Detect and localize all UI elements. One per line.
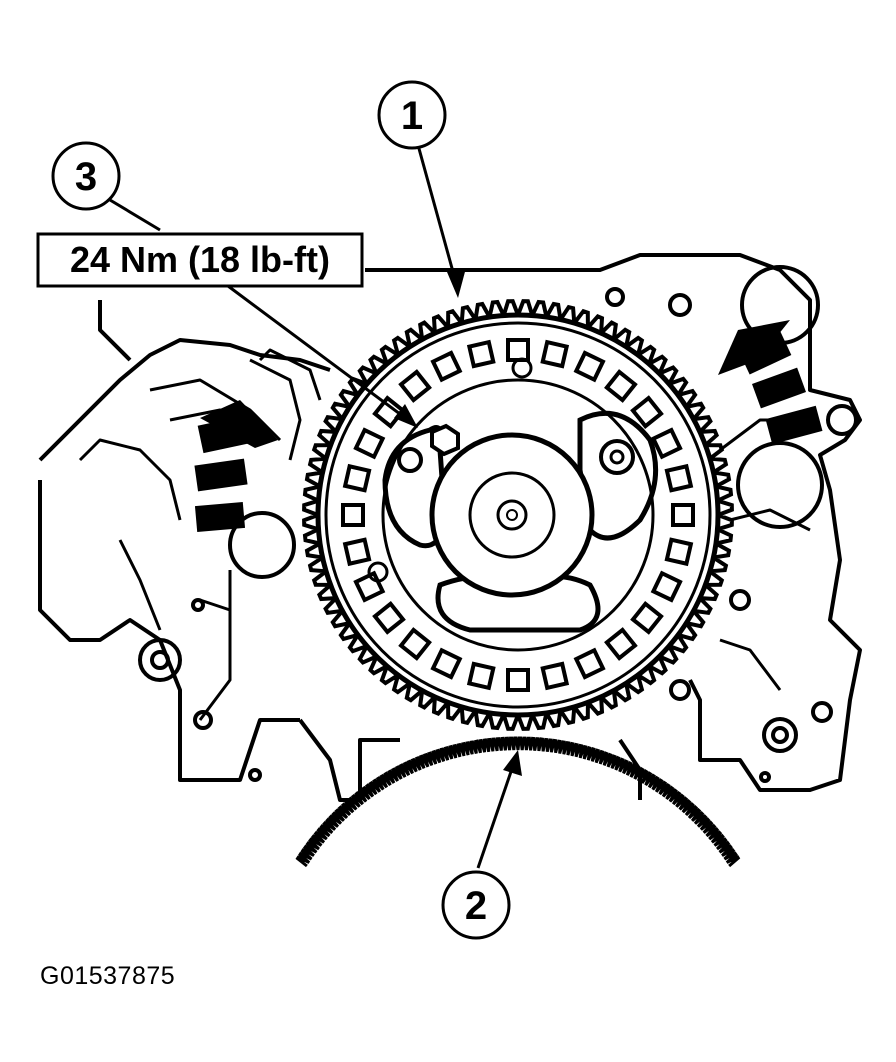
hub-bore [496, 499, 528, 531]
figure-id: G01537875 [40, 962, 176, 990]
rotation-arrow-icon [194, 400, 278, 533]
reluctor-windows [341, 338, 695, 692]
callout-3-label: 3 [75, 155, 97, 199]
hub-center [468, 471, 556, 559]
housing-holes [138, 265, 858, 783]
torque-spec-text: 24 Nm (18 lb-ft) [70, 239, 330, 280]
hub-opening-right [577, 410, 659, 541]
callout-2: 2 [441, 870, 511, 940]
rotation-arrow-icon [718, 320, 823, 445]
callout-1-label: 1 [401, 94, 423, 138]
hub-boss [429, 432, 595, 598]
callout-3: 3 [51, 141, 121, 211]
gear-bolt [430, 423, 460, 457]
callout-1: 1 [377, 80, 447, 150]
camshaft-gear [302, 299, 734, 731]
dowel-pin [599, 439, 635, 475]
gear-web-ring [381, 378, 655, 652]
leader-lines [109, 144, 522, 869]
gear-inner-rim [324, 321, 712, 709]
callout-2-label: 2 [465, 884, 487, 928]
torque-spec-label: 24 Nm (18 lb-ft) [36, 232, 364, 288]
